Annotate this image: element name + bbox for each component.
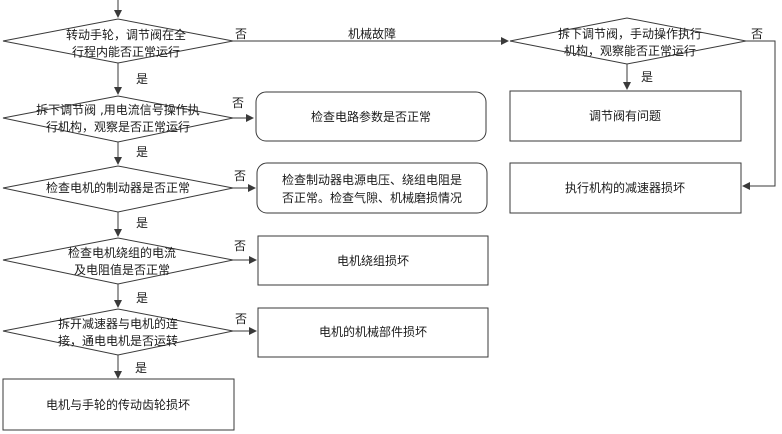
decision-d1-line1: 转动手轮，调节阀在全 (66, 27, 186, 42)
outcome-winding-text: 电机绕组损坏 (337, 254, 409, 268)
decision-r1-line1: 拆下调节阀，手动操作执行 (558, 26, 702, 41)
edge-no-r1: 否 (751, 27, 763, 41)
edge-no-d2: 否 (232, 96, 244, 110)
decision-d2-shape (2, 95, 234, 143)
decision-d5-shape (2, 308, 234, 356)
edge-no-d1: 否 (235, 27, 247, 41)
outcome-mech-text: 电机的机械部件损坏 (319, 324, 427, 339)
decision-d1-line2: 行程内能否正常运行 (72, 44, 180, 59)
outcome-winding-shape (257, 235, 489, 286)
edge-labels: 否 机械故障 否 是 是 否 是 否 是 否 是 否 是 (135, 26, 763, 375)
outcome-gear-text: 电机与手轮的传动齿轮损坏 (46, 397, 190, 412)
edge-yes-r1: 是 (641, 70, 653, 84)
decision-r1-line2: 机构，观察能否正常运行 (564, 43, 696, 58)
outcome-brake-line1: 检查制动器电源电压、绕组电阻是 (282, 172, 462, 187)
decision-d2-line2: 行机构，观察是否正常运行 (46, 119, 190, 134)
edge-no-d4: 否 (234, 239, 246, 253)
edge-yes-d1: 是 (136, 72, 148, 86)
decision-d5-line2: 接，通电电机是否运转 (58, 333, 178, 348)
edge-mech-fault: 机械故障 (348, 26, 396, 41)
r1-to-reducer-arrow (742, 40, 776, 190)
outcome-mech-shape (257, 307, 489, 358)
decision-d3-shape (2, 165, 234, 213)
decision-d4-shape (2, 237, 234, 285)
edge-yes-d5: 是 (135, 361, 147, 375)
outcome-valve-shape (509, 90, 742, 142)
outcome-brake-line2: 否正常。检查气隙、机械磨损情况 (282, 190, 462, 205)
outcome-circuit-shape (255, 91, 487, 142)
shapes (2, 17, 747, 431)
outcome-circuit-text: 检查电路参数是否正常 (311, 109, 431, 124)
outcome-reducer-text: 执行机构的减速器损坏 (565, 180, 685, 195)
node-labels: 转动手轮，调节阀在全 行程内能否正常运行 拆下调节阀 ,用电流信号操作执 行机构… (36, 26, 702, 412)
outcome-gear-shape (2, 378, 235, 431)
decision-d2-line1: 拆下调节阀 ,用电流信号操作执 (36, 102, 200, 117)
edge-no-d5: 否 (235, 312, 247, 326)
decision-d5-line1: 拆开减速器与电机的连 (58, 316, 178, 331)
edge-yes-d4: 是 (136, 291, 148, 305)
outcome-valve-text: 调节阀有问题 (589, 109, 661, 123)
decision-d4-line2: 及电阻值是否正常 (74, 262, 170, 277)
connectors (114, 0, 776, 379)
edge-yes-d2: 是 (136, 145, 148, 159)
edge-no-d3: 否 (234, 169, 246, 183)
edge-yes-d3: 是 (136, 216, 148, 230)
outcome-brake-shape (256, 162, 488, 214)
decision-d3-line1: 检查电机的制动器是否正常 (46, 180, 190, 195)
outcome-reducer-shape (509, 162, 742, 214)
decision-d4-line1: 检查电机绕组的电流 (68, 245, 176, 260)
decision-r1-shape (509, 17, 747, 65)
decision-d1-shape (2, 18, 234, 64)
